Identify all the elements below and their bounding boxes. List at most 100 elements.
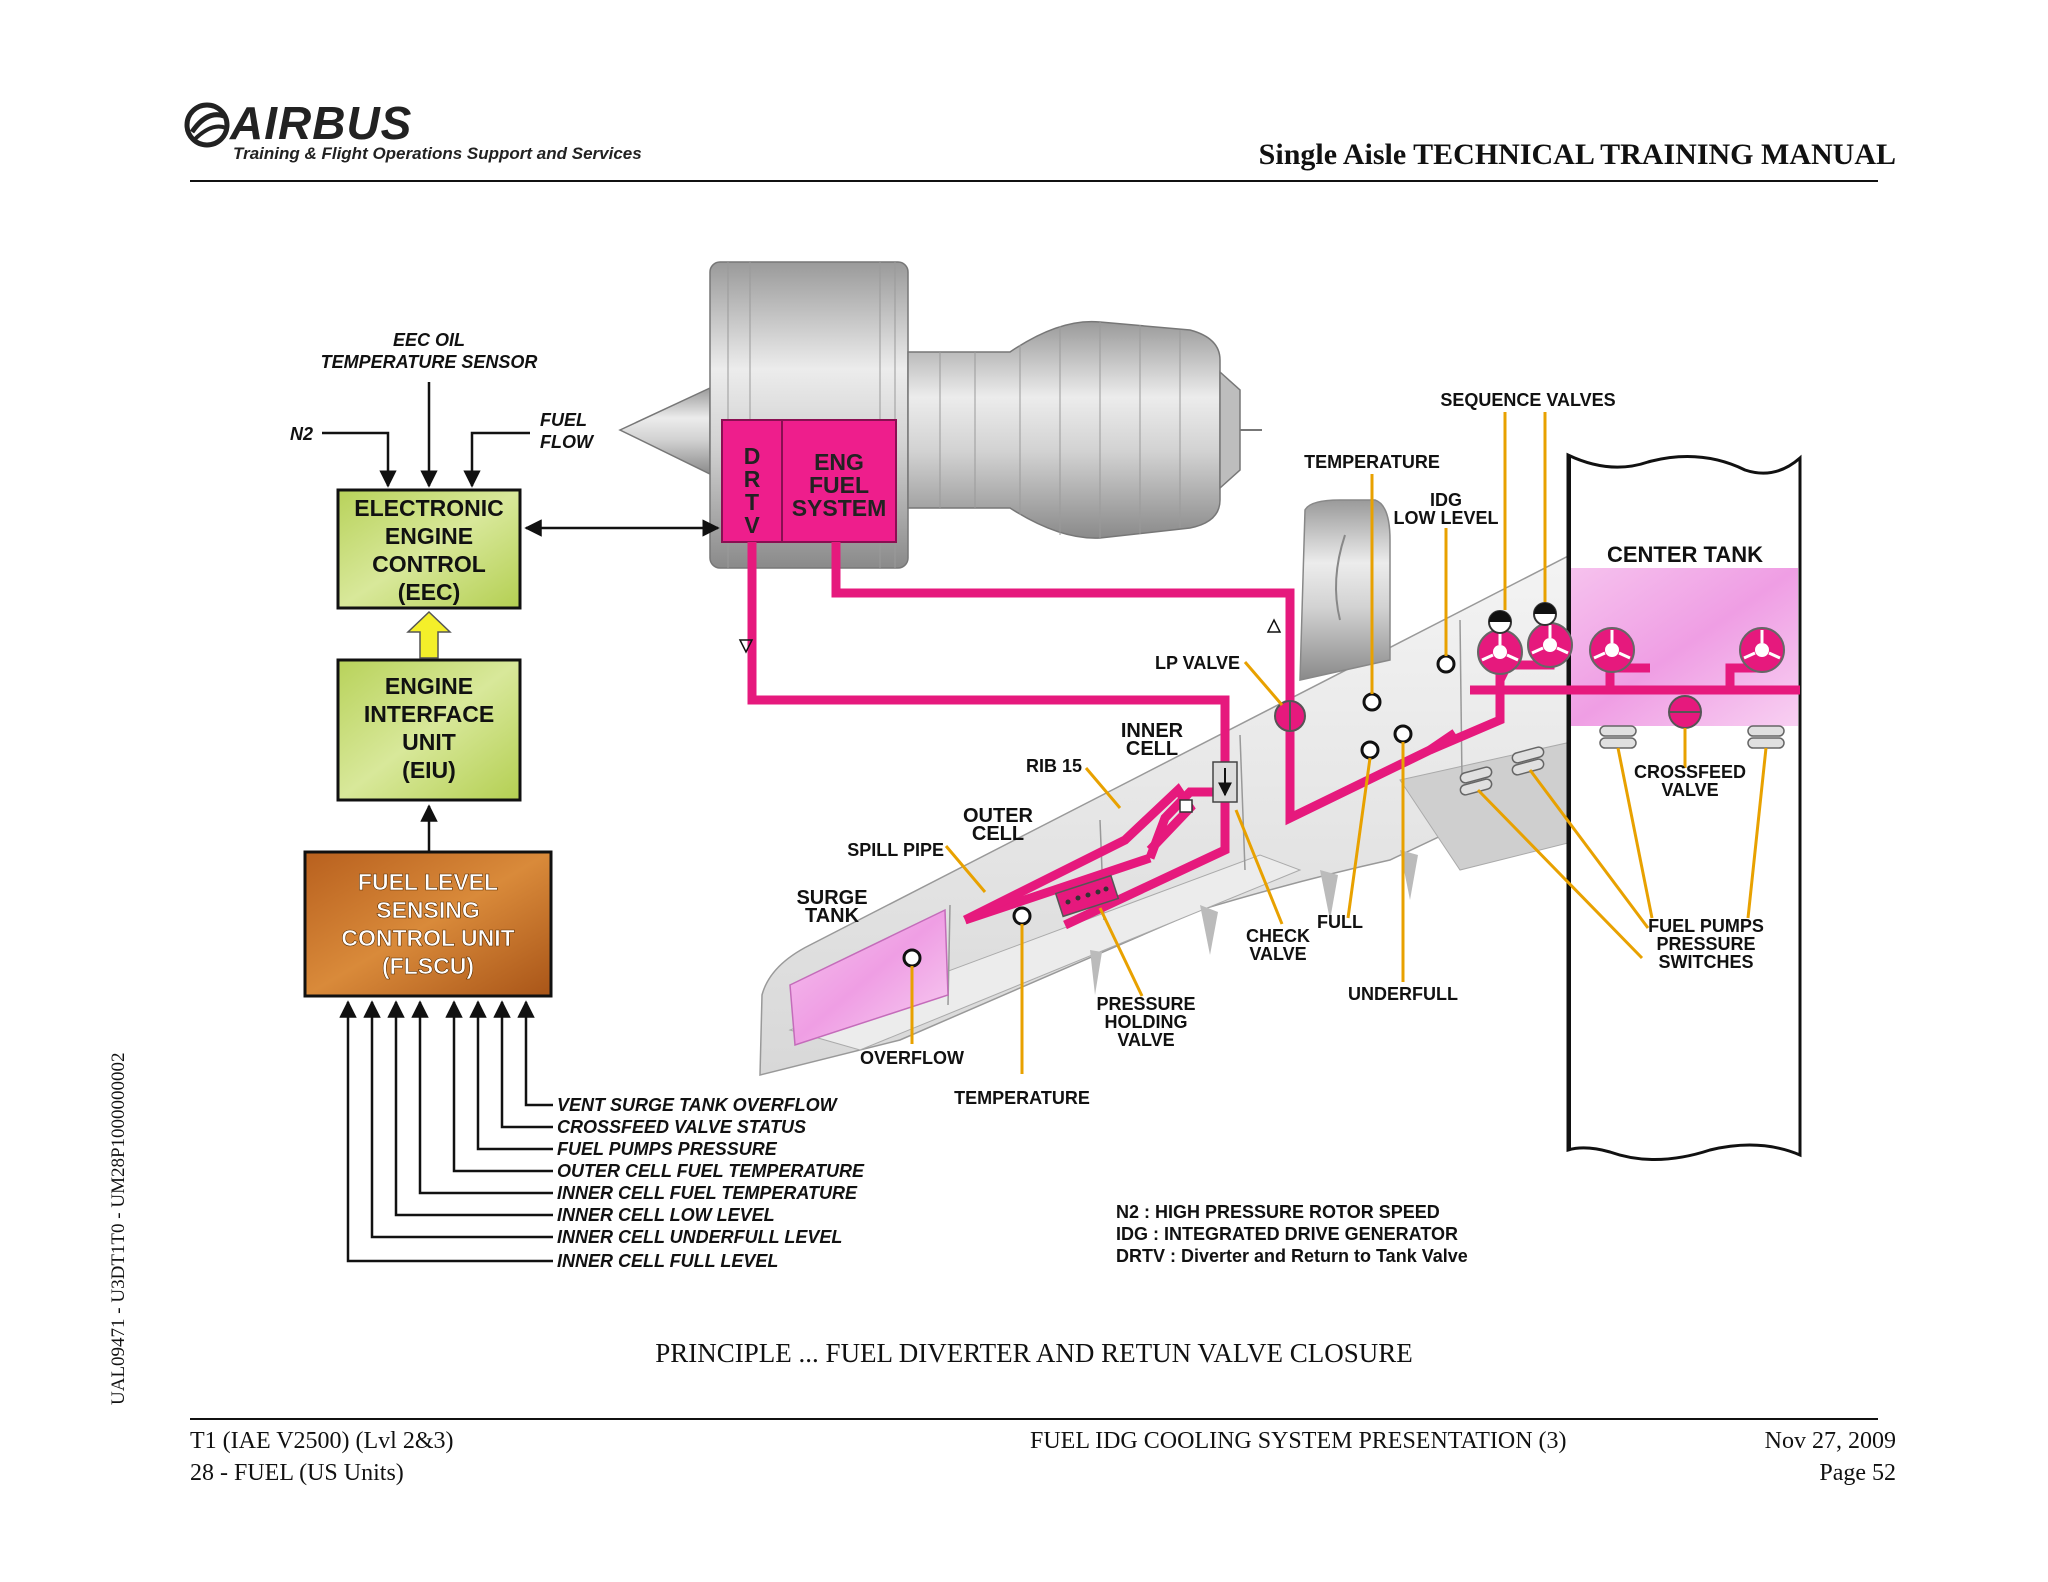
engine-spinner <box>618 386 711 476</box>
svg-text:SYSTEM: SYSTEM <box>792 495 887 521</box>
engine-supply-line <box>831 542 1505 826</box>
engine <box>618 261 1262 569</box>
svg-text:INNER CELL FULL LEVEL: INNER CELL FULL LEVEL <box>557 1251 778 1271</box>
engine-exhaust <box>1219 370 1241 490</box>
logo-wordmark: AIRBUS <box>230 97 413 149</box>
svg-text:TEMPERATURE SENSOR: TEMPERATURE SENSOR <box>321 352 538 372</box>
svg-text:(EIU): (EIU) <box>402 757 456 783</box>
svg-text:V: V <box>744 512 760 538</box>
outer-cell-temperature-sensor-icon <box>1012 906 1032 926</box>
svg-text:TEMPERATURE: TEMPERATURE <box>954 1088 1090 1108</box>
svg-text:TEMPERATURE: TEMPERATURE <box>1304 452 1440 472</box>
eng-fuel-system-label: ENG FUEL SYSTEM <box>792 449 887 521</box>
svg-text:R: R <box>744 466 761 492</box>
fuel-lines <box>747 542 1800 930</box>
svg-text:(EEC): (EEC) <box>398 579 461 605</box>
svg-text:UNDERFULL: UNDERFULL <box>1348 984 1458 1004</box>
full-sensor-icon <box>1360 740 1380 760</box>
surge-tank-fuel <box>789 908 949 1047</box>
svg-text:IDG: IDG <box>1430 490 1462 510</box>
svg-text:SPILL PIPE: SPILL PIPE <box>847 840 944 860</box>
svg-text:INNER CELL UNDERFULL LEVEL: INNER CELL UNDERFULL LEVEL <box>557 1227 842 1247</box>
abbreviation-legend: N2 : HIGH PRESSURE ROTOR SPEED IDG : INT… <box>1116 1202 1468 1266</box>
footer-chapter: 28 - FUEL (US Units) <box>190 1460 404 1486</box>
svg-text:PRESSURE: PRESSURE <box>1096 994 1195 1014</box>
svg-text:(FLSCU): (FLSCU) <box>382 953 474 979</box>
eec-label: ELECTRONIC ENGINE CONTROL (EEC) <box>354 495 504 605</box>
svg-text:FLOW: FLOW <box>540 432 595 452</box>
eec-input-labels: EEC OIL TEMPERATURE SENSOR N2 FUEL FLOW <box>290 330 595 452</box>
svg-text:DRTV : Diverter and Return to: DRTV : Diverter and Return to Tank Valve <box>1116 1246 1468 1266</box>
svg-text:VENT SURGE TANK OVERFLOW: VENT SURGE TANK OVERFLOW <box>557 1095 839 1115</box>
svg-text:CELL: CELL <box>972 823 1024 845</box>
svg-text:SURGE: SURGE <box>796 887 867 909</box>
sequence-valves <box>1488 602 1557 634</box>
svg-text:OVERFLOW: OVERFLOW <box>860 1048 964 1068</box>
svg-text:OUTER: OUTER <box>963 805 1034 827</box>
svg-text:N2 : HIGH PRESSURE ROTOR SPEED: N2 : HIGH PRESSURE ROTOR SPEED <box>1116 1202 1440 1222</box>
pump-wing-1-icon <box>1477 629 1523 675</box>
leader-lines <box>910 412 1768 1074</box>
svg-text:CONTROL: CONTROL <box>372 551 486 577</box>
flscu-input-arrows <box>339 1000 553 1263</box>
overflow-sensor-icon <box>902 948 922 968</box>
underfull-sensor-icon <box>1393 724 1413 744</box>
svg-text:SEQUENCE VALVES: SEQUENCE VALVES <box>1440 390 1615 410</box>
flscu-input-labels: VENT SURGE TANK OVERFLOW CROSSFEED VALVE… <box>557 1095 865 1271</box>
svg-text:ENGINE: ENGINE <box>385 523 473 549</box>
svg-text:LOW LEVEL: LOW LEVEL <box>1394 508 1499 528</box>
spill-pipe <box>962 783 1196 925</box>
sensors <box>902 654 1456 968</box>
airbus-swirl-icon <box>184 102 230 148</box>
svg-text:FUEL PUMPS: FUEL PUMPS <box>1648 916 1764 936</box>
svg-text:CELL: CELL <box>1126 738 1178 760</box>
svg-text:INNER CELL FUEL TEMPERATURE: INNER CELL FUEL TEMPERATURE <box>557 1183 858 1203</box>
fuel-pumps <box>1477 622 1785 675</box>
svg-text:INNER CELL LOW LEVEL: INNER CELL LOW LEVEL <box>557 1205 775 1225</box>
svg-text:ENGINE: ENGINE <box>385 673 473 699</box>
sequence-valve-1-icon <box>1488 610 1512 634</box>
footer-rule <box>190 1418 1878 1420</box>
footer-page-number: Page 52 <box>1819 1460 1896 1486</box>
pressure-switches <box>1459 725 1785 796</box>
eec-input-arrows <box>322 382 720 852</box>
svg-text:CROSSFEED VALVE STATUS: CROSSFEED VALVE STATUS <box>557 1117 806 1137</box>
flow-arrow-down-icon <box>738 639 754 654</box>
svg-text:IDG : INTEGRATED DRIVE GENERAT: IDG : INTEGRATED DRIVE GENERATOR <box>1116 1224 1458 1244</box>
svg-text:D: D <box>744 443 761 469</box>
svg-text:SENSING: SENSING <box>376 897 480 923</box>
svg-text:TANK: TANK <box>805 905 860 927</box>
svg-text:CENTER TANK: CENTER TANK <box>1607 542 1763 567</box>
svg-text:HOLDING: HOLDING <box>1105 1012 1188 1032</box>
flscu-label: FUEL LEVEL SENSING CONTROL UNIT (FLSCU) <box>341 869 515 980</box>
sequence-valve-2-icon <box>1533 602 1557 626</box>
svg-text:CROSSFEED: CROSSFEED <box>1634 762 1746 782</box>
svg-text:RIB 15: RIB 15 <box>1026 756 1082 776</box>
svg-text:N2: N2 <box>290 424 313 444</box>
svg-text:ELECTRONIC: ELECTRONIC <box>354 495 504 521</box>
idg-low-level-sensor-icon <box>1436 654 1456 674</box>
svg-text:T: T <box>745 489 759 515</box>
svg-text:ENG: ENG <box>814 449 864 475</box>
eiu-to-eec-arrow <box>406 610 452 659</box>
svg-text:CHECK: CHECK <box>1246 926 1310 946</box>
pump-center-1-icon <box>1589 627 1635 673</box>
svg-text:PRESSURE: PRESSURE <box>1656 934 1755 954</box>
svg-text:FULL: FULL <box>1317 912 1363 932</box>
svg-text:VALVE: VALVE <box>1117 1030 1174 1050</box>
pump-wing-2-icon <box>1527 622 1573 668</box>
pump-center-2-icon <box>1739 627 1785 673</box>
header-rule <box>190 180 1878 182</box>
svg-text:OUTER CELL FUEL TEMPERATURE: OUTER CELL FUEL TEMPERATURE <box>557 1161 865 1181</box>
svg-text:FUEL: FUEL <box>809 472 869 498</box>
manual-title: Single Aisle TECHNICAL TRAINING MANUAL <box>1258 138 1896 171</box>
idg-branch <box>1427 729 1458 754</box>
drtv-return-line <box>747 542 1230 760</box>
svg-text:INNER: INNER <box>1121 720 1184 742</box>
engine-core <box>907 320 1221 539</box>
flscu-box <box>303 850 553 998</box>
temperature-sensor-icon <box>1362 692 1382 712</box>
eiu-box <box>336 658 522 802</box>
footer-section-title: FUEL IDG COOLING SYSTEM PRESENTATION (3) <box>1030 1428 1567 1454</box>
